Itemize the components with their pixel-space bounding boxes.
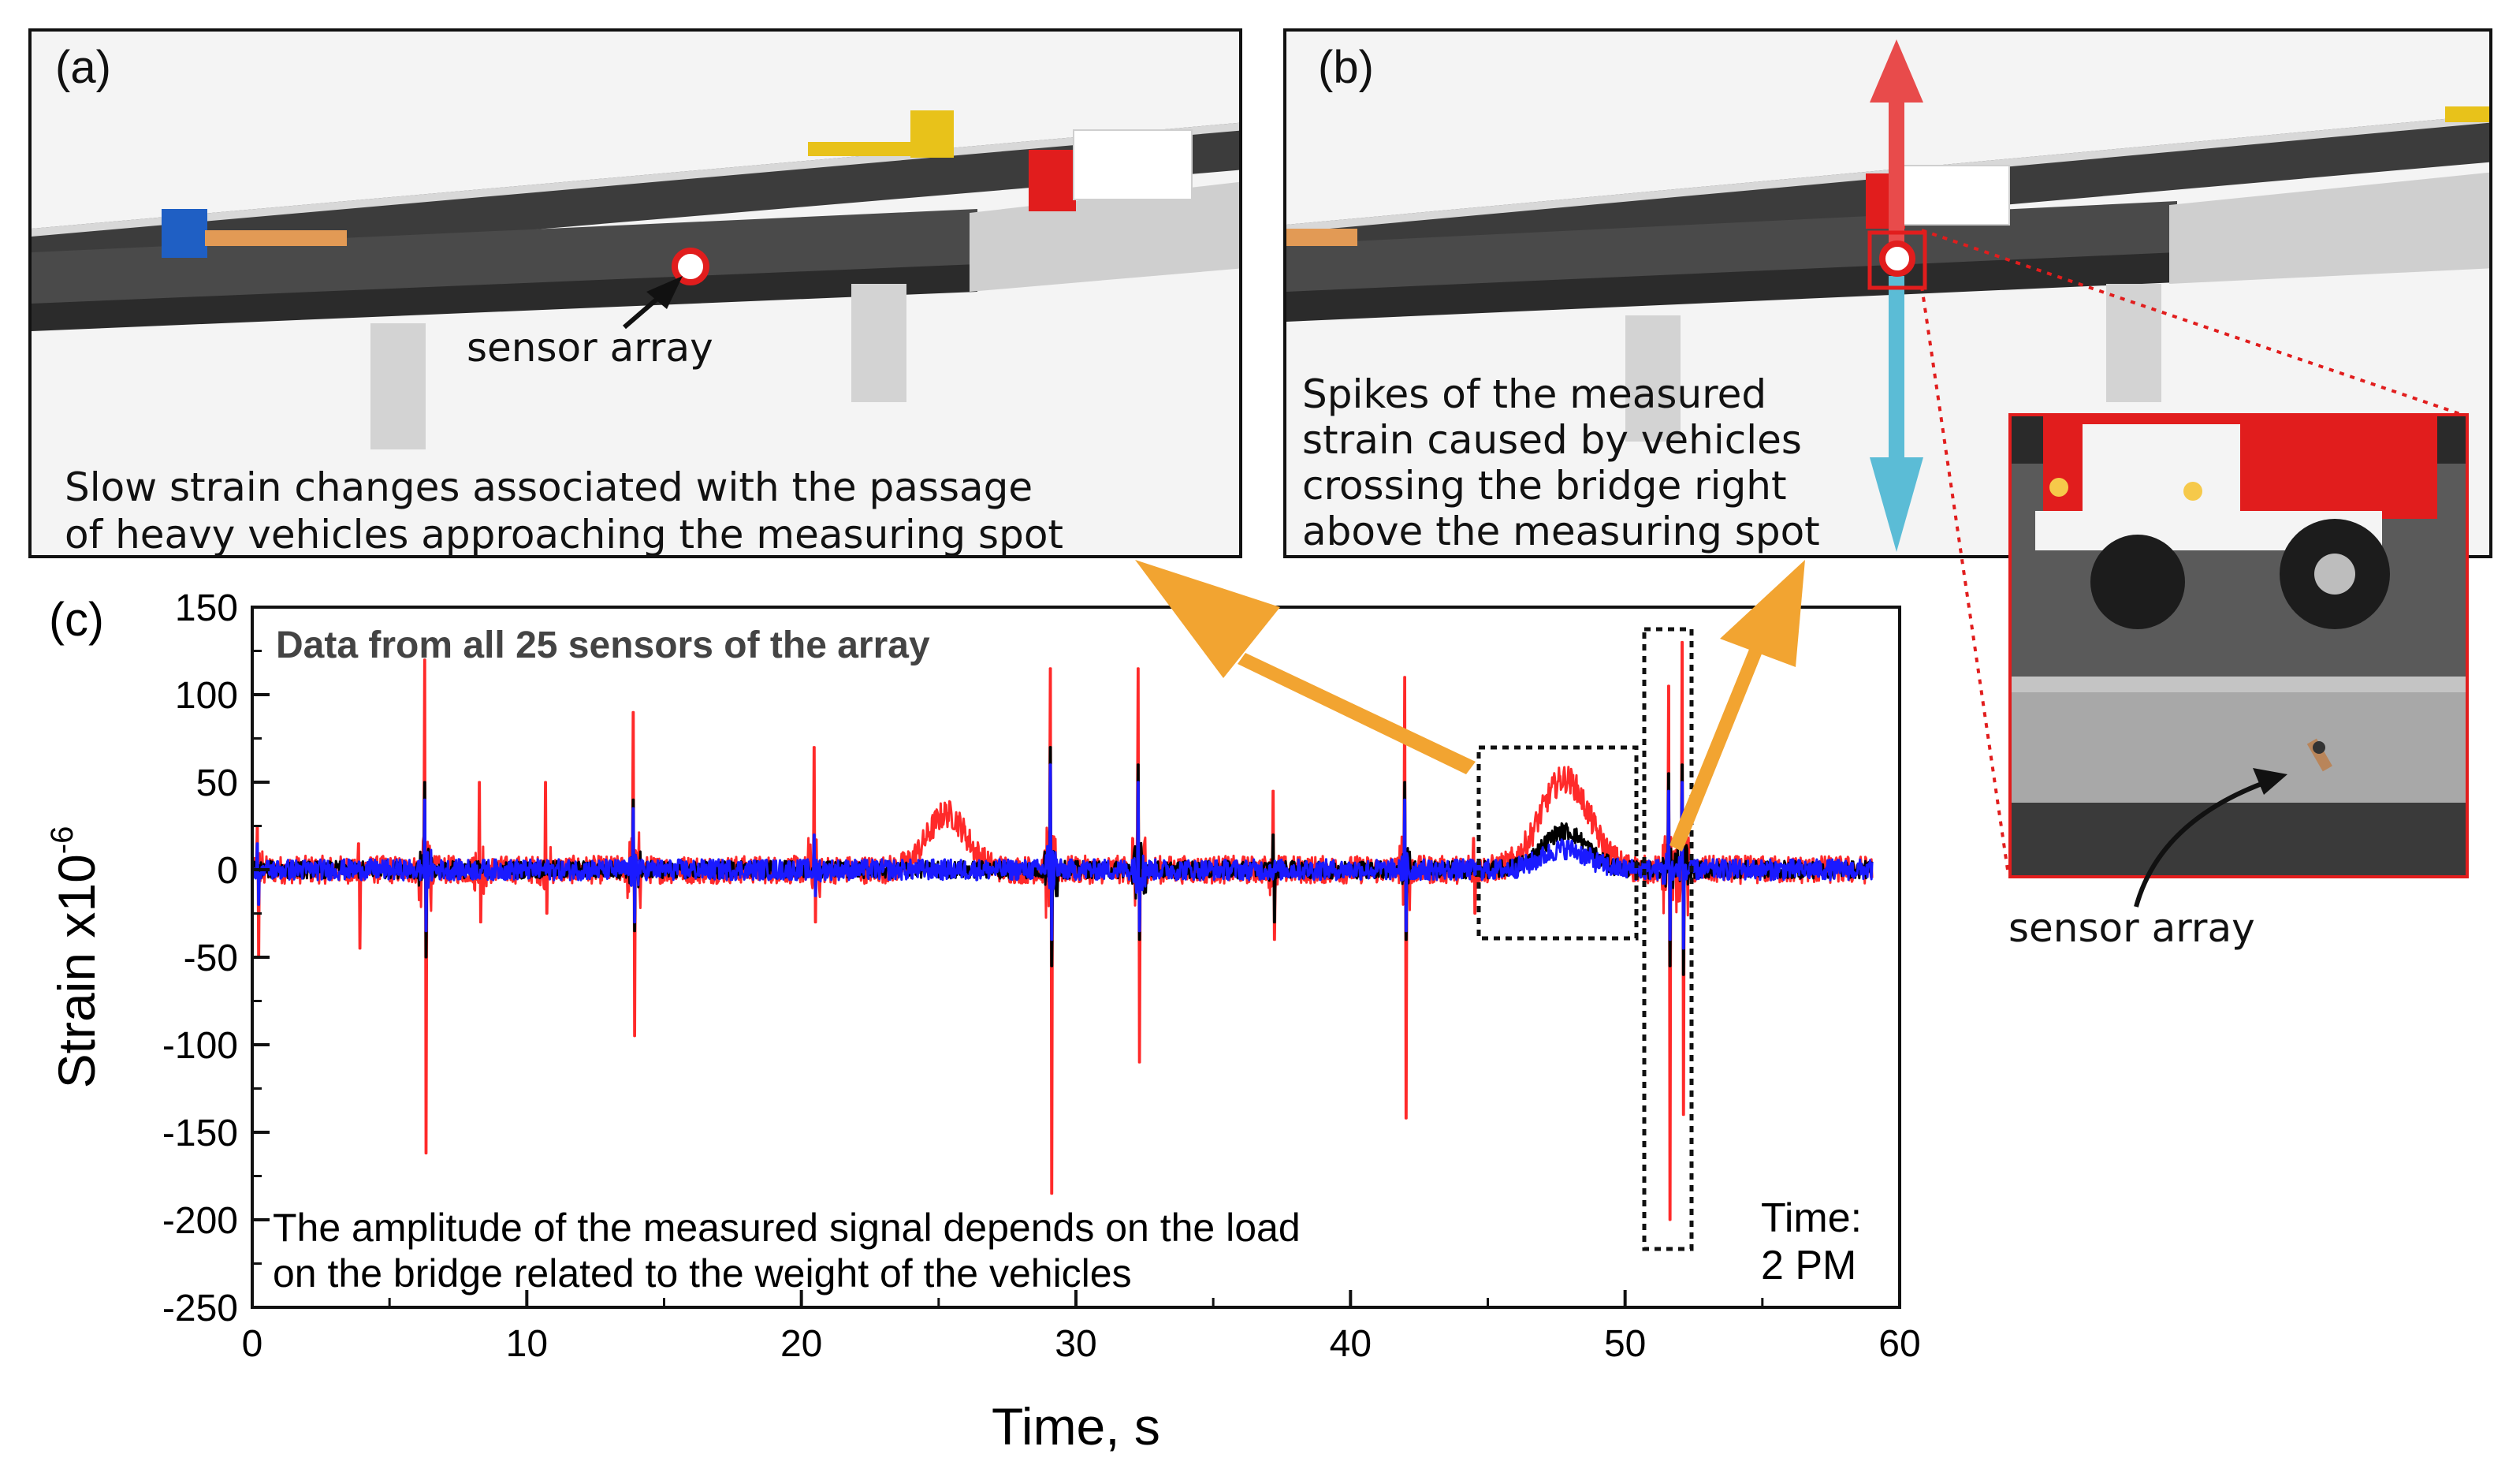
annotation-line1: The amplitude of the measured signal dep… xyxy=(273,1206,1301,1250)
bridge-scene-b xyxy=(1286,39,2489,552)
y-tick-label: -250 xyxy=(162,1288,238,1329)
y-axis-label-group: Strain x10-6 xyxy=(45,826,106,1089)
truck-red-icon xyxy=(1866,165,2010,229)
truck-yellow-icon xyxy=(808,110,954,158)
y-tick-label: 50 xyxy=(196,762,238,804)
bridge-scene-a xyxy=(32,110,1239,449)
sensor-marker-icon xyxy=(672,248,709,285)
series-line-blue xyxy=(251,763,1874,950)
plot-frame xyxy=(251,606,1901,1309)
orange-arrow-to-panel-a-icon xyxy=(1135,560,1476,774)
y-axis-label-text: Strain x10 xyxy=(47,854,106,1088)
panel-c-label: (c) xyxy=(49,593,104,646)
series-layer xyxy=(251,640,1874,1221)
panel-a-label: (a) xyxy=(55,42,111,93)
truck-blue-icon xyxy=(162,209,347,258)
upward-arrow-icon xyxy=(1870,39,1923,252)
x-tick-label: 50 xyxy=(1604,1323,1646,1365)
y-axis-label-exponent: -6 xyxy=(45,826,80,855)
sensor-array-label-inset: sensor array xyxy=(2008,905,2255,951)
spike-region-box xyxy=(1642,627,1694,1251)
x-tick-label: 10 xyxy=(506,1323,548,1365)
truck-red-icon xyxy=(1029,129,1193,211)
x-tick-label: 20 xyxy=(780,1323,822,1365)
x-tick-label: 60 xyxy=(1878,1323,1920,1365)
panel-a-caption-line1: Slow strain changes associated with the … xyxy=(65,464,1033,510)
x-tick-label: 40 xyxy=(1330,1323,1372,1365)
time-label-line1: Time: xyxy=(1761,1195,1862,1241)
panel-b-caption-line1: Spikes of the measured xyxy=(1302,371,1767,417)
downward-arrow-icon xyxy=(1870,276,1923,552)
x-axis-label: Time, s xyxy=(992,1397,1160,1456)
panel-a: (a) sensor array Slow strain changes ass… xyxy=(28,28,1242,558)
sensor-marker-icon xyxy=(1879,240,1915,277)
panel-b-caption-line2: strain caused by vehicles xyxy=(1302,417,1802,463)
chart-title: Data from all 25 sensors of the array xyxy=(276,624,930,666)
panel-b-caption-line3: crossing the bridge right xyxy=(1302,463,1787,509)
sensor-device-icon xyxy=(2306,738,2332,772)
series-line-red xyxy=(251,640,1874,1221)
y-axis-label: Strain x10-6 xyxy=(45,826,106,1089)
y-tick-label: 100 xyxy=(175,675,238,717)
panel-a-caption-line2: of heavy vehicles approaching the measur… xyxy=(65,512,1064,557)
x-tick-label: 0 xyxy=(242,1323,263,1365)
y-tick-label: 150 xyxy=(175,587,238,629)
truck-front-icon xyxy=(2035,416,2437,629)
inset-scene xyxy=(2012,416,2466,875)
panel-b-label: (b) xyxy=(1318,42,1374,93)
annotation-line2: on the bridge related to the weight of t… xyxy=(273,1251,1132,1295)
tick-layer: 0 10 20 30 40 50 60 150 100 50 0 -50 -100 -150 -200 -25… xyxy=(162,587,1921,1365)
y-tick-label: -200 xyxy=(162,1200,238,1242)
x-tick-label: 30 xyxy=(1055,1323,1096,1365)
orange-arrow-to-panel-b-icon xyxy=(1669,560,1805,852)
time-label-line2: 2 PM xyxy=(1761,1243,1856,1288)
slow-change-region-box xyxy=(1476,745,1639,941)
y-tick-label: 0 xyxy=(217,850,238,892)
sensor-array-label-a: sensor array xyxy=(467,325,713,371)
y-tick-label: -50 xyxy=(184,938,238,979)
panel-b-caption-line4: above the measuring spot xyxy=(1302,509,1820,554)
y-tick-label: -150 xyxy=(162,1113,238,1154)
y-tick-label: -100 xyxy=(162,1025,238,1067)
